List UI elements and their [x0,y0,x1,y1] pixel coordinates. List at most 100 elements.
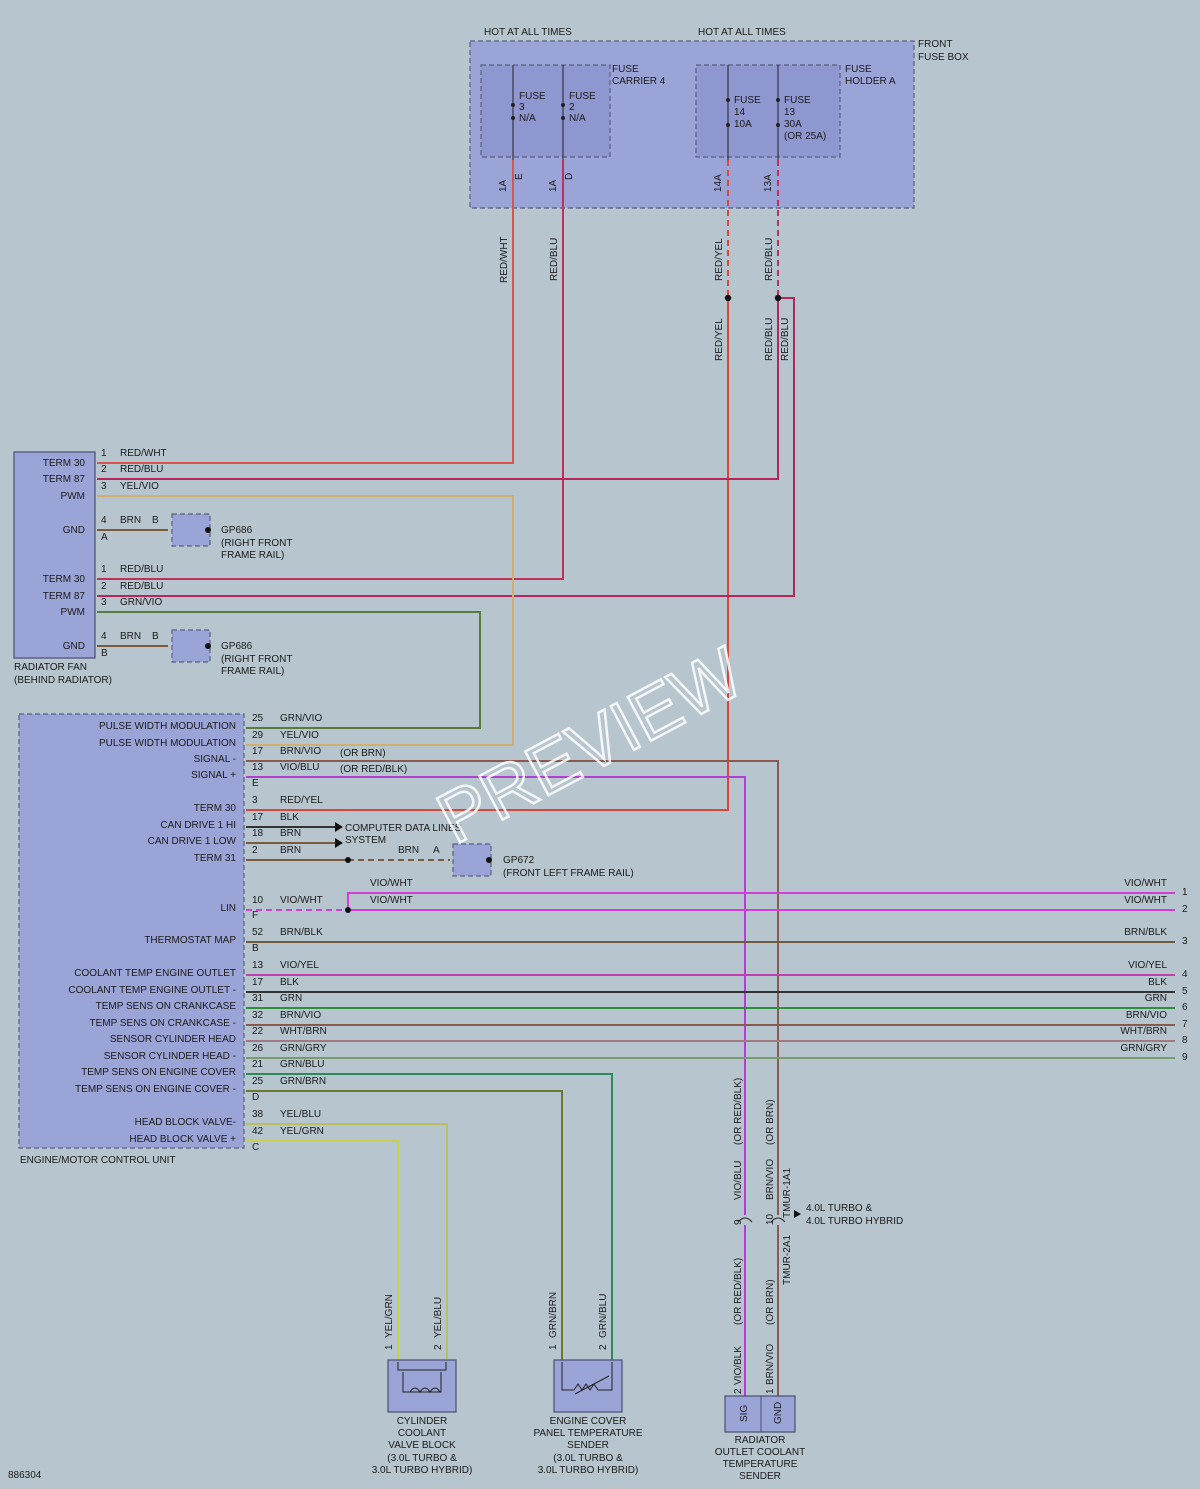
gp672-box [452,843,492,877]
fuse-carrier-label-1: FUSE [612,64,639,75]
radiator-sender-box [724,1395,796,1433]
ecu-pin-name-3: SIGNAL + [191,770,236,781]
cover-wire2: GRN/BLU [598,1294,609,1338]
ecu-pin-alt-2: (OR BRN) [340,748,386,759]
ecu-pin-num-4: 3 [252,795,258,806]
exit-wire-3: VIO/YEL [1128,960,1167,971]
gp686-a-l3: FRAME RAIL) [221,550,284,561]
ecu-pin-wire-2: BRN/VIO [280,746,321,757]
valve-block-box [387,1359,457,1413]
ecu-pin-name-5: CAN DRIVE 1 HI [160,820,236,831]
fan-pin-wire-0: RED/WHT [120,448,167,459]
ecu-pin-wire-8: VIO/WHT [280,895,323,906]
wire-grn-blu [246,1073,613,1360]
fan-pin-num-7: 4 [101,631,107,642]
fan-pin-side-3: B [152,515,159,526]
exit-num-6: 7 [1182,1019,1188,1030]
ecu-pin-name-17: TEMP SENS ON ENGINE COVER - [75,1084,236,1095]
ecu-pin-wire-11: BLK [280,977,299,988]
exit-wire-4: BLK [1148,977,1167,988]
gp672-wire: BRN [398,845,419,856]
inline-conn-upper: TMUR-1A1 [782,1168,793,1218]
cover-l4: (3.0L TURBO & [553,1453,623,1464]
valve-l3: VALVE BLOCK [388,1440,456,1451]
ecu-pin-name-14: SENSOR CYLINDER HEAD [110,1034,236,1045]
fan-pin-num-5: 2 [101,581,107,592]
vlabel-red-blu-1: RED/BLU [549,238,560,281]
ecu-pin-wire-10: VIO/YEL [280,960,319,971]
fuse-2-l1: FUSE [569,91,596,102]
fan-pin-wire-7: BRN [120,631,141,642]
fuse-pin-14a: 14A [713,174,724,192]
wire-red-blu-fuse2 [97,160,564,580]
fan-pin-num-6: 3 [101,597,107,608]
can-label-1: COMPUTER DATA LINES [345,823,462,834]
ecu-pin-num-15: 26 [252,1043,264,1054]
lin-splice-label-1: VIO/WHT [370,878,413,889]
fan-pin-name-2: PWM [61,491,85,502]
fan-pin-name-4: TERM 30 [43,574,86,585]
fuse-holder-a [695,64,841,158]
ecu-pin-wire-19: YEL/GRN [280,1126,324,1137]
cover-wire1: GRN/BRN [548,1292,559,1338]
valve-pin2: 2 [433,1344,444,1350]
fan-pin-conn-3: A [101,532,108,543]
exit-wire-5: GRN [1145,993,1167,1004]
fuse-box-label-1: FRONT [918,39,952,50]
fuse-13-l3: 30A [784,119,802,130]
ecu-pin-num-8: 10 [252,895,264,906]
ground-gp672: BRN A GP672 (FRONT LEFT FRAME RAIL) [398,843,634,879]
fan-pin-num-2: 3 [101,481,107,492]
ground-gp686-a: GP686 (RIGHT FRONT FRAME RAIL) [171,513,292,561]
ecu-pin-num-19: 42 [252,1126,264,1137]
vlabel-red-yel-2: RED/YEL [714,318,725,361]
wire-yel-vio [97,495,514,746]
exit-num-2: 3 [1182,936,1188,947]
cover-l3: SENDER [567,1440,609,1451]
inline-lower-pin-vio: 2 [733,1388,744,1394]
fuse-pin-letter-d: D [564,173,575,180]
fan-pin-name-6: PWM [61,607,85,618]
fan-pin-wire-5: RED/BLU [120,581,163,592]
wire-yel-blu [246,1123,448,1360]
radiator-outlet-coolant-temperature-sender: SIG GND RADIATOR OUTLET COOLANT TEMPERAT… [715,1395,805,1482]
fan-pin-num-3: 4 [101,515,107,526]
fuse-carrier-4 [480,64,611,158]
radiator-fan: RADIATOR FAN (BEHIND RADIATOR) [13,451,112,686]
ecu-pin-num-5: 17 [252,812,264,823]
wire-lin-1 [347,892,1175,910]
vlabel-red-blu-4: RED/BLU [780,318,791,361]
fuse-holder-label-2: HOLDER A [845,76,896,87]
exit-wire-0: VIO/WHT [1124,878,1167,889]
ecu-pin-num-0: 25 [252,713,264,724]
inline-lower-brn-alt: (OR BRN) [765,1279,776,1325]
cylinder-coolant-valve-block: 1 YEL/GRN 2 YEL/BLU CYLINDER COOLANT VAL… [372,1294,473,1476]
radiator-sender-l2: OUTLET COOLANT [715,1447,805,1458]
fan-pin-name-1: TERM 87 [43,474,86,485]
gp686-a-id: GP686 [221,525,253,536]
inline-note-1: 4.0L TURBO & [806,1203,872,1214]
ecu-pin-wire-6: BRN [280,828,301,839]
inline-lower-brn: BRN/VIO [765,1344,776,1385]
ecu-pin-name-6: CAN DRIVE 1 LOW [148,836,237,847]
radiator-fan-label-2: (BEHIND RADIATOR) [14,675,112,686]
fuse-3-l3: N/A [519,113,536,124]
splice-red-blu [774,294,782,302]
cover-pin2: 2 [598,1344,609,1350]
ecu-pin-num-18: 38 [252,1109,264,1120]
vertical-wire-labels: RED/WHT RED/BLU RED/YEL RED/BLU RED/YEL … [499,236,791,361]
ecu-pin-wire-9: BRN/BLK [280,927,323,938]
right-exits: VIO/WHT1VIO/WHT2BRN/BLK3VIO/YEL4BLK5GRN6… [1120,878,1188,1063]
ecu-pin-num-6: 18 [252,828,264,839]
fan-pin-wire-1: RED/BLU [120,464,163,475]
ecu-pin-wire-14: WHT/BRN [280,1026,327,1037]
radiator-fan-box [13,451,96,659]
valve-l2: COOLANT [398,1428,446,1439]
gp686-b-l2: (RIGHT FRONT [221,654,292,665]
lin-splice-label-2: VIO/WHT [370,895,413,906]
ecu-conn-e: E [252,778,259,789]
wire-grn-brn [246,1090,563,1360]
ecu-pin-num-14: 22 [252,1026,264,1037]
